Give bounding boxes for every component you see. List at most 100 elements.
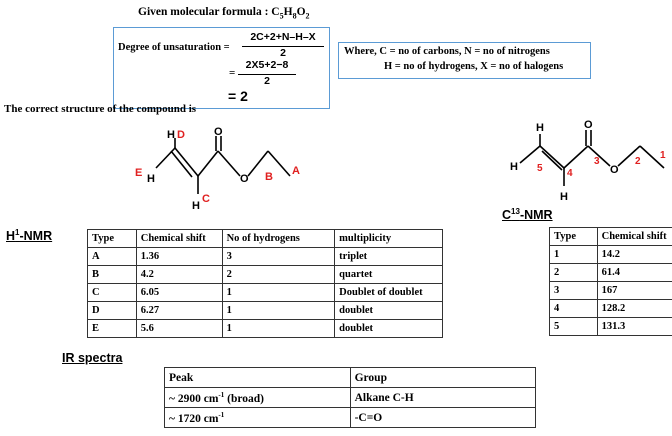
dou-numerator-2: 2X5+2−8: [245, 59, 289, 71]
cnmr-cell-shift: 167: [596, 281, 672, 300]
hnmr-cell-multiplicity: quartet: [334, 265, 443, 284]
ir-title: IR spectra: [62, 351, 123, 365]
hnmr-cell-type: E: [87, 319, 137, 338]
hnmr-cell-type: A: [87, 247, 137, 266]
cnmr-title: C13-NMR: [502, 207, 553, 223]
hnmr-cell-multiplicity: doublet: [334, 319, 443, 338]
hnmr-cell-shift: 6.27: [135, 301, 223, 320]
ir-header-row: Peak Group: [164, 367, 537, 388]
table-row: ~ 2900 cm-1 (broad) Alkane C-H: [164, 387, 537, 408]
label-4: 4: [567, 168, 573, 179]
dou-result: = 2: [228, 88, 248, 104]
dou-label: Degree of unsaturation =: [118, 42, 230, 53]
hnmr-header-shift: Chemical shift: [135, 229, 223, 248]
hnmr-cell-multiplicity: Doublet of doublet: [334, 283, 443, 302]
where-box: [338, 42, 591, 79]
table-row: A 1.36 3 triplet: [87, 247, 443, 266]
cnmr-cell-type: 1: [549, 245, 598, 264]
h-left-atom: H: [147, 173, 155, 185]
hnmr-cell-hydrogens: 1: [221, 301, 336, 320]
hnmr-header-row: Type Chemical shift No of hydrogens mult…: [87, 229, 443, 248]
hnmr-cell-multiplicity: triplet: [334, 247, 443, 266]
c2-o-double-atom: O: [584, 119, 593, 131]
label-b: B: [265, 171, 273, 183]
hnmr-cell-hydrogens: 1: [221, 283, 336, 302]
table-row: 4 128.2: [549, 299, 672, 318]
table-row: B 4.2 2 quartet: [87, 265, 443, 284]
label-d: D: [177, 129, 185, 141]
cnmr-cell-type: 3: [549, 281, 598, 300]
label-3: 3: [594, 156, 600, 167]
cnmr-cell-shift: 14.2: [596, 245, 672, 264]
ir-cell-peak: ~ 2900 cm-1 (broad): [164, 387, 351, 408]
label-e: E: [135, 167, 142, 179]
table-row: D 6.27 1 doublet: [87, 301, 443, 320]
h-top-atom: H: [167, 129, 175, 141]
hnmr-cell-multiplicity: doublet: [334, 301, 443, 320]
cnmr-cell-type: 2: [549, 263, 598, 282]
dou-fraction-line-1: [242, 46, 324, 47]
o-double-atom: O: [214, 126, 223, 138]
cnmr-cell-shift: 128.2: [596, 299, 672, 318]
table-row: 2 61.4: [549, 263, 672, 282]
hnmr-cell-type: B: [87, 265, 137, 284]
cnmr-cell-type: 5: [549, 317, 598, 336]
cnmr-cell-shift: 131.3: [596, 317, 672, 336]
where-line-2: H = no of hydrogens, X = no of halogens: [384, 61, 564, 72]
ir-header-group: Group: [349, 367, 537, 388]
c2-h-bottom-atom: H: [560, 191, 568, 203]
c2-h-left-atom: H: [510, 161, 518, 173]
label-2: 2: [635, 156, 641, 167]
label-5: 5: [537, 163, 543, 174]
table-row: 5 131.3: [549, 317, 672, 336]
degree-of-unsaturation-box: [113, 27, 330, 109]
cnmr-cell-type: 4: [549, 299, 598, 318]
h-bottom-atom: H: [192, 200, 200, 212]
dou-eq-2: =: [229, 67, 236, 79]
hnmr-header-hydrogens: No of hydrogens: [221, 229, 336, 248]
cnmr-header-type: Type: [549, 227, 598, 246]
structure-caption: The correct structure of the compound is: [4, 103, 197, 115]
ir-cell-peak: ~ 1720 cm-1: [164, 407, 351, 428]
cnmr-cell-shift: 61.4: [596, 263, 672, 282]
hnmr-cell-type: D: [87, 301, 137, 320]
hnmr-cell-shift: 5.6: [135, 319, 223, 338]
label-1: 1: [660, 150, 666, 161]
label-c: C: [202, 193, 210, 205]
cnmr-header-row: Type Chemical shift: [549, 227, 672, 246]
dou-fraction-line-2: [238, 74, 296, 75]
ir-cell-group: -C=O: [349, 407, 537, 428]
cnmr-table: Type Chemical shift 1 14.2 2 61.4 3 167 …: [549, 227, 672, 336]
dou-denominator-1: 2: [280, 47, 286, 59]
hnmr-cell-hydrogens: 1: [221, 319, 336, 338]
table-row: E 5.6 1 doublet: [87, 319, 443, 338]
o-ester-atom: O: [240, 173, 249, 185]
hnmr-table: Type Chemical shift No of hydrogens mult…: [87, 229, 443, 338]
cnmr-header-shift: Chemical shift: [596, 227, 672, 246]
hnmr-cell-shift: 1.36: [135, 247, 223, 266]
c2-o-ester-atom: O: [610, 164, 619, 176]
hnmr-header-multiplicity: multiplicity: [334, 229, 443, 248]
ir-cell-group: Alkane C-H: [349, 387, 537, 408]
c2-h-top-atom: H: [536, 122, 544, 134]
ethyl-acrylate-structure-labeled: H D H E H C O O B A: [135, 126, 300, 212]
cnmr-table-clip: Type Chemical shift 1 14.2 2 61.4 3 167 …: [549, 227, 672, 347]
table-row: ~ 1720 cm-1 -C=O: [164, 407, 537, 428]
label-a: A: [292, 165, 300, 177]
hnmr-cell-hydrogens: 2: [221, 265, 336, 284]
molecular-formula: Given molecular formula : C5H8O2: [138, 6, 310, 21]
hnmr-cell-hydrogens: 3: [221, 247, 336, 266]
ir-table: Peak Group ~ 2900 cm-1 (broad) Alkane C-…: [164, 367, 537, 428]
hnmr-title: H1-NMR: [6, 228, 53, 244]
hnmr-cell-type: C: [87, 283, 137, 302]
table-row: C 6.05 1 Doublet of doublet: [87, 283, 443, 302]
hnmr-header-type: Type: [87, 229, 137, 248]
ir-header-peak: Peak: [164, 367, 351, 388]
table-row: 3 167: [549, 281, 672, 300]
dou-denominator-2: 2: [264, 75, 270, 87]
table-row: 1 14.2: [549, 245, 672, 264]
hnmr-cell-shift: 4.2: [135, 265, 223, 284]
ethyl-acrylate-structure-numbered: H H H O O 5 4 3 2 1: [510, 119, 666, 203]
where-line-1: Where, C = no of carbons, N = no of nitr…: [344, 46, 550, 57]
dou-numerator-1: 2C+2+N–H–X: [250, 31, 316, 43]
